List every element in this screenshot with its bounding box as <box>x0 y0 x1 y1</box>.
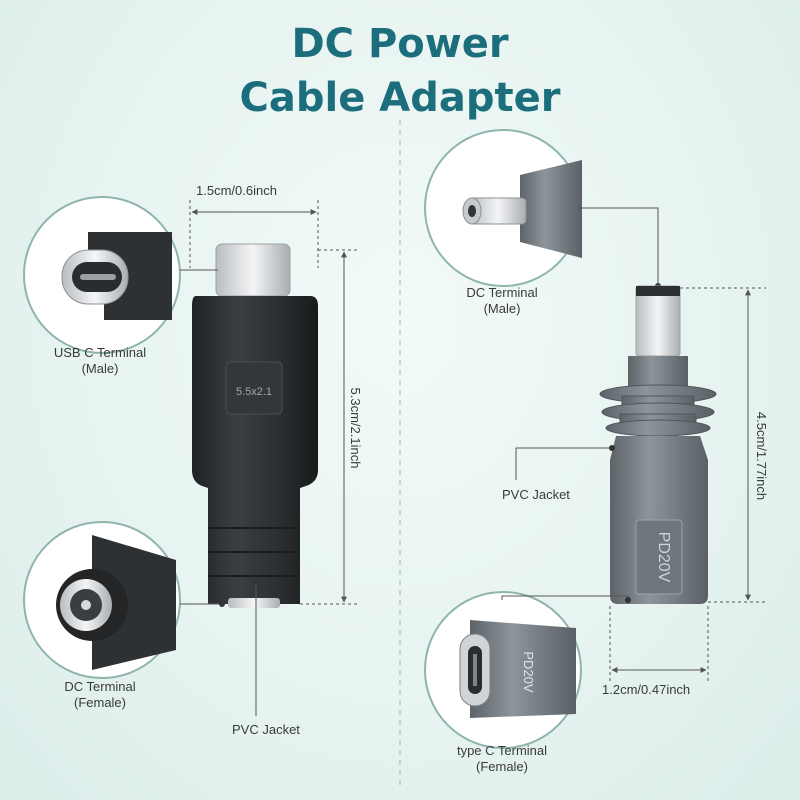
left-width-dimension <box>189 200 319 268</box>
right-height-dimension <box>680 287 766 603</box>
dc-male-label-line-1: DC Terminal <box>466 285 538 300</box>
usb-c-plug <box>215 243 291 297</box>
usb-c-label-line-2: (Male) <box>81 361 119 376</box>
dc-male-leader <box>578 207 659 286</box>
dc-female-label-line-2: (Female) <box>73 695 126 710</box>
left-height-dimension-label: 5.3cm/2.1inch <box>348 387 363 469</box>
left-width-dimension-label: 1.5cm/0.6inch <box>196 183 277 198</box>
dc-male-label: DC Terminal (Male) <box>432 285 572 317</box>
right-width-dimension-label: 1.2cm/0.47inch <box>602 682 691 697</box>
title-line-1: DC Power <box>291 21 509 67</box>
right-fins <box>599 384 717 437</box>
type-c-label: type C Terminal (Female) <box>432 743 572 775</box>
right-marking-box <box>635 519 683 595</box>
usb-c-label: USB C Terminal (Male) <box>30 345 170 377</box>
left-height-dimension <box>300 249 358 605</box>
type-c-magnifier: PD20V <box>424 591 582 749</box>
dc-female-label-line-1: DC Terminal <box>64 679 136 694</box>
right-height-dimension-label: 4.5cm/1.77inch <box>754 411 769 501</box>
right-pvc-leader <box>515 447 612 480</box>
left-adapter-body <box>192 296 318 604</box>
type-c-label-line-2: (Female) <box>475 759 528 774</box>
left-marking-box <box>225 361 283 415</box>
usb-c-magnifier <box>23 196 181 354</box>
right-body-marking: PD20V <box>655 532 672 583</box>
type-c-label-line-1: type C Terminal <box>456 743 548 758</box>
right-width-dimension <box>609 606 709 682</box>
usb-c-label-line-1: USB C Terminal <box>53 345 147 360</box>
title-line-2: Cable Adapter <box>239 75 561 121</box>
dc-female-magnifier <box>23 521 181 679</box>
left-pvc-label: PVC Jacket <box>232 722 300 737</box>
dc-female-label: DC Terminal (Female) <box>30 679 170 711</box>
dc-male-label-line-2: (Male) <box>483 301 521 316</box>
dc-male-barrel <box>635 285 681 357</box>
dc-male-magnifier <box>424 129 582 287</box>
right-pvc-label: PVC Jacket <box>502 487 570 502</box>
left-bottom-ring <box>228 598 280 608</box>
left-grip-rings <box>208 527 300 577</box>
left-body-marking: 5.5x2.1 <box>236 386 272 398</box>
port-marking: PD20V <box>521 651 536 693</box>
